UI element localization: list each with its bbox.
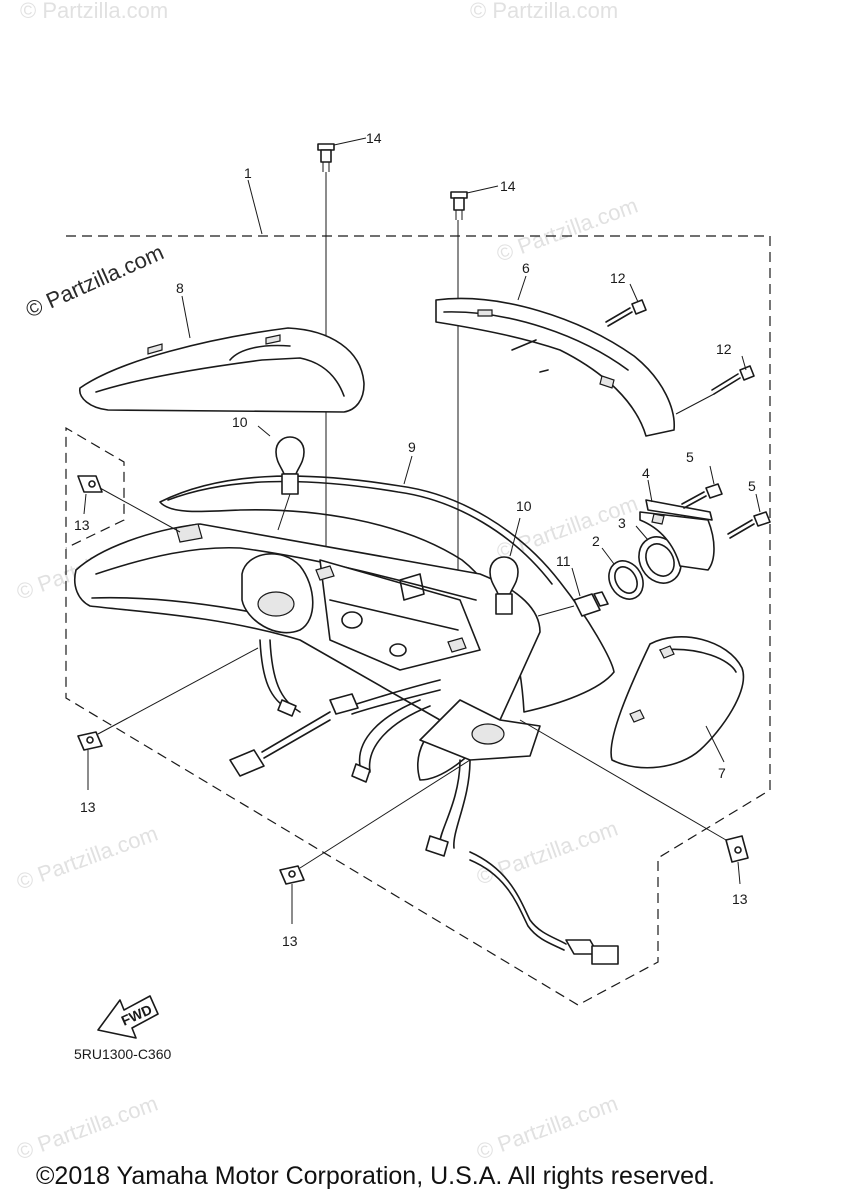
bulb-10-right — [489, 556, 519, 615]
clip-13-right — [725, 835, 749, 863]
callout-3: 3 — [618, 515, 626, 531]
callout-14: 14 — [366, 130, 382, 146]
callout-labels: 1 14 14 8 6 12 12 10 9 4 5 5 10 3 2 11 1… — [74, 130, 756, 949]
watermark-text: © Partzilla.com — [13, 821, 161, 895]
callout-14: 14 — [500, 178, 516, 194]
watermark-text: © Partzilla.com — [473, 816, 621, 890]
callout-10: 10 — [232, 414, 248, 430]
watermark-text: © Partzilla.com — [20, 0, 168, 23]
clip-13-lower-left — [77, 731, 103, 751]
diagram-code: 5RU1300-C360 — [74, 1046, 172, 1062]
watermark-text: © Partzilla.com — [473, 1091, 621, 1165]
screw-12-lower — [711, 365, 755, 395]
assembly-boundary — [65, 235, 771, 1006]
callout-5: 5 — [748, 478, 756, 494]
fwd-arrow-icon: FWD — [97, 995, 159, 1039]
socket-3 — [638, 536, 682, 584]
callout-12: 12 — [610, 270, 626, 286]
callout-13: 13 — [732, 891, 748, 907]
callout-11: 11 — [556, 553, 571, 569]
callout-10: 10 — [516, 498, 532, 514]
ring-2 — [608, 560, 644, 600]
screw-5-upper — [681, 483, 723, 509]
clip-13-upper-left — [77, 475, 103, 493]
wiring-harness — [229, 639, 619, 965]
callout-4: 4 — [642, 465, 650, 481]
screw-12-upper — [605, 299, 647, 327]
lens-7 — [610, 636, 745, 769]
callout-5: 5 — [686, 449, 694, 465]
lens-6 — [435, 297, 675, 437]
screw-5-lower — [727, 511, 771, 539]
bulb-11 — [573, 591, 609, 617]
partzilla-watermark: © Partzilla.com — [22, 239, 168, 322]
bolt-14-left — [317, 143, 335, 172]
watermark-text: © Partzilla.com — [493, 193, 641, 267]
callout-7: 7 — [718, 765, 726, 781]
bulb-10-left — [275, 436, 305, 495]
callout-12: 12 — [716, 341, 732, 357]
callout-2: 2 — [592, 533, 600, 549]
cover-4 — [639, 499, 715, 571]
callout-1: 1 — [244, 165, 252, 181]
tail-light-housing — [74, 523, 541, 781]
copyright-notice: ©2018 Yamaha Motor Corporation, U.S.A. A… — [36, 1162, 715, 1190]
lens-8 — [79, 327, 365, 413]
bolt-14-right — [450, 191, 468, 220]
watermark-text: © Partzilla.com — [13, 1091, 161, 1165]
callout-13: 13 — [282, 933, 298, 949]
callout-9: 9 — [408, 439, 416, 455]
callout-13: 13 — [80, 799, 96, 815]
watermark-text: © Partzilla.com — [470, 0, 618, 23]
callout-6: 6 — [522, 260, 530, 276]
gasket-9 — [159, 475, 615, 713]
callout-8: 8 — [176, 280, 184, 296]
callout-13: 13 — [74, 517, 90, 533]
clip-13-bottom-center — [279, 865, 305, 885]
